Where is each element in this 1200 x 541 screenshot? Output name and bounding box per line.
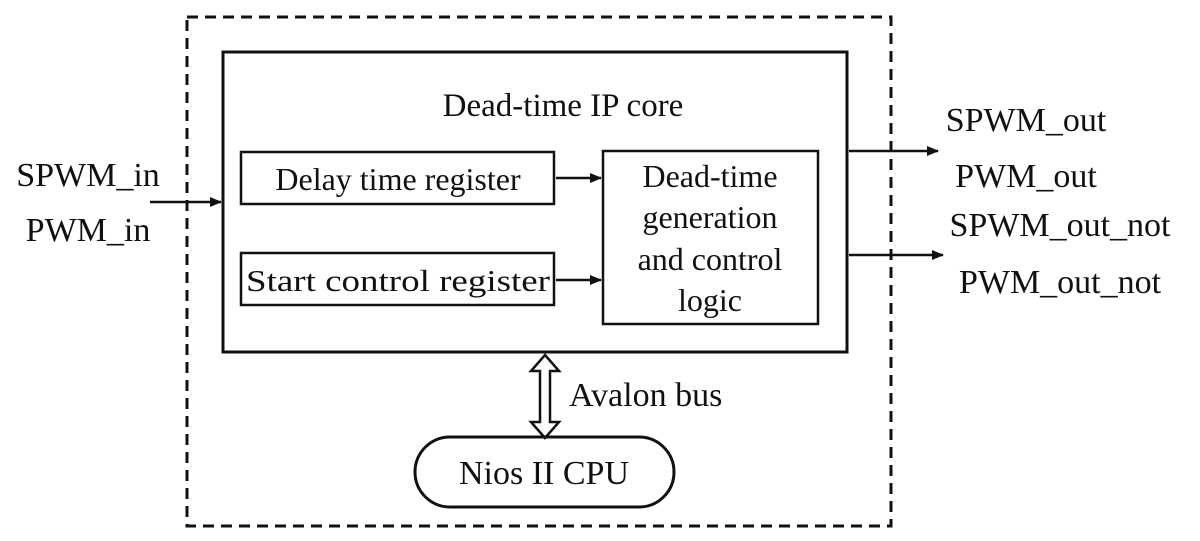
cpu-box bbox=[413, 435, 676, 509]
logic-line-1: Dead-time bbox=[642, 158, 777, 194]
output-label-pwm-not: PWM_out_not bbox=[959, 264, 1162, 301]
logic-line-2: generation bbox=[642, 199, 777, 235]
cpu-label: Nios II CPU bbox=[459, 455, 629, 492]
avalon-bus-arrow bbox=[528, 353, 562, 440]
start-register-box bbox=[239, 251, 556, 307]
start-register-label: Start control register bbox=[246, 263, 551, 298]
ip-core-title: Dead-time IP core bbox=[443, 88, 684, 124]
logic-line-4: logic bbox=[678, 282, 742, 318]
ip-core-box bbox=[221, 50, 849, 354]
output-label-spwm: SPWM_out bbox=[946, 102, 1107, 139]
output-label-pwm: PWM_out bbox=[955, 158, 1097, 195]
system-boundary bbox=[185, 15, 893, 528]
avalon-bus-label: Avalon bus bbox=[569, 377, 722, 414]
logic-line-3: and control bbox=[638, 241, 783, 277]
logic-box bbox=[601, 149, 820, 326]
output-label-spwm-not: SPWM_out_not bbox=[949, 207, 1171, 244]
delay-register-label: Delay time register bbox=[275, 161, 521, 197]
input-label-pwm: PWM_in bbox=[26, 212, 151, 249]
input-label-spwm: SPWM_in bbox=[16, 157, 160, 194]
delay-register-box bbox=[239, 150, 556, 206]
